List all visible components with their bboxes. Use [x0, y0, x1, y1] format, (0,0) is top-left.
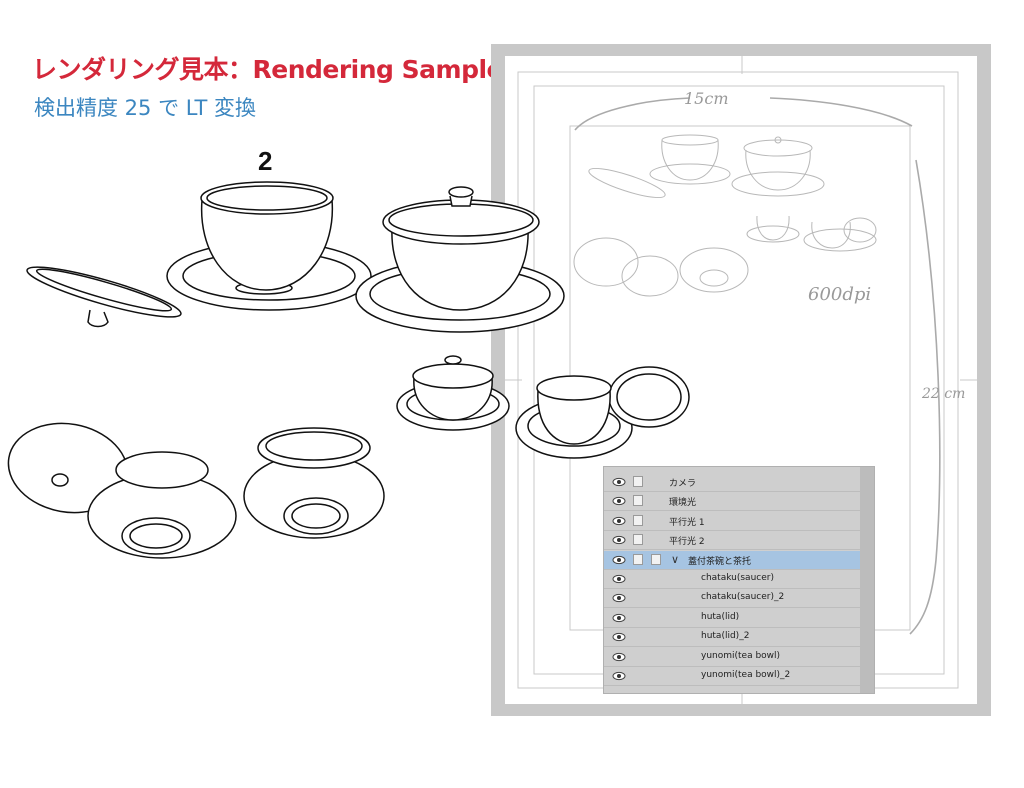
- page-title: レンダリング見本：Rendering Samples: [32, 55, 518, 84]
- visibility-eye-icon[interactable]: [612, 535, 626, 545]
- layer-row[interactable]: huta(lid)_2: [604, 628, 860, 648]
- visibility-eye-icon[interactable]: [612, 477, 626, 487]
- layer-row[interactable]: カメラ: [604, 473, 860, 492]
- height-note: 22 cm: [921, 386, 965, 402]
- visibility-eye-icon[interactable]: [612, 652, 626, 662]
- visibility-eye-icon[interactable]: [612, 574, 626, 584]
- layer-lock-checkbox[interactable]: [633, 476, 643, 487]
- visibility-eye-icon[interactable]: [612, 555, 626, 565]
- sample-number: 2: [258, 146, 273, 176]
- layer-row[interactable]: 環境光: [604, 492, 860, 512]
- visibility-eye-icon[interactable]: [612, 593, 626, 603]
- layer-name: huta(lid)_2: [701, 631, 750, 642]
- layer-row[interactable]: chataku(saucer): [604, 570, 860, 589]
- width-note: 15cm: [684, 89, 729, 108]
- chevron-down-icon[interactable]: ∨: [671, 552, 680, 566]
- layer-name: yunomi(tea bowl)_2: [701, 670, 791, 680]
- layer-panel-scrollbar[interactable]: [860, 467, 874, 693]
- layer-lock-checkbox[interactable]: [633, 495, 643, 507]
- layer-row[interactable]: yunomi(tea bowl): [604, 648, 860, 667]
- visibility-eye-icon[interactable]: [612, 613, 626, 623]
- layer-panel: カメラ環境光平行光 1 平行光 2 ∨ 蓋付茶碗と茶托 chataku(saucer) c…: [603, 466, 875, 694]
- layer-row[interactable]: 平行光 1: [604, 512, 860, 531]
- layer-lock-checkbox[interactable]: [633, 553, 643, 565]
- visibility-eye-icon[interactable]: [612, 632, 626, 642]
- layer-row[interactable]: ∨ 蓋付茶碗と茶托: [604, 550, 860, 570]
- layer-row[interactable]: 平行光 2: [604, 531, 860, 551]
- layer-name: huta(lid): [701, 611, 740, 622]
- page-subtitle: 検出精度 25 で LT 変換: [34, 96, 257, 120]
- layer-row[interactable]: huta(lid): [604, 609, 860, 628]
- layer-name: chataku(saucer)_2: [701, 592, 785, 603]
- layer-clip-checkbox[interactable]: [651, 553, 661, 565]
- layer-lock-checkbox[interactable]: [633, 534, 643, 546]
- layer-row[interactable]: chataku(saucer)_2: [604, 589, 860, 609]
- layer-lock-checkbox[interactable]: [633, 514, 643, 526]
- layer-name: chataku(saucer): [701, 573, 774, 583]
- layer-name: 平行光 2: [669, 537, 705, 548]
- layer-row[interactable]: yunomi(tea bowl)_2: [604, 667, 860, 686]
- dpi-note: 600dpi: [808, 284, 871, 305]
- visibility-eye-icon[interactable]: [612, 516, 626, 526]
- layer-name: カメラ: [669, 479, 697, 489]
- layer-name: 蓋付茶碗と茶托: [688, 556, 752, 567]
- visibility-eye-icon[interactable]: [612, 496, 626, 506]
- layer-name: yunomi(tea bowl): [701, 650, 781, 661]
- visibility-eye-icon[interactable]: [612, 671, 626, 681]
- layer-name: 環境光: [669, 498, 697, 509]
- layer-name: 平行光 1: [669, 517, 705, 528]
